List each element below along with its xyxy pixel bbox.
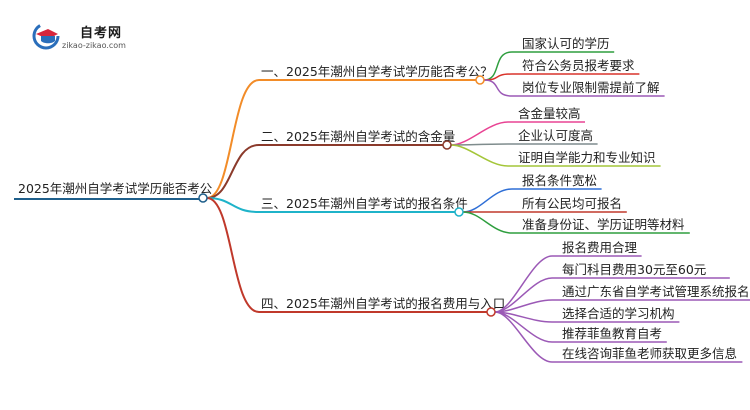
child-label: 证明自学能力和专业知识 xyxy=(518,150,656,165)
branch-node xyxy=(442,140,452,150)
child-label: 选择合适的学习机构 xyxy=(562,306,675,321)
logo-url: zikao-zikao.com xyxy=(62,41,126,50)
root-node xyxy=(198,193,208,203)
branch-node xyxy=(486,307,496,317)
branch-connector xyxy=(206,197,260,313)
root-label: 2025年潮州自学考试学历能否考公 xyxy=(18,181,213,196)
child-label: 企业认可度高 xyxy=(518,128,593,143)
branch-label: 二、2025年潮州自学考试的含金量 xyxy=(261,129,455,144)
branch-connector xyxy=(206,197,260,213)
child-connector xyxy=(483,79,513,97)
child-label: 国家认可的学历 xyxy=(522,36,610,51)
branch-connector xyxy=(206,79,260,199)
child-label: 准备身份证、学历证明等材料 xyxy=(522,217,685,232)
child-connector xyxy=(494,311,553,363)
branch-connector xyxy=(206,144,260,199)
logo-title: 自考网 xyxy=(80,26,123,41)
child-label: 在线咨询菲鱼老师获取更多信息 xyxy=(562,346,737,361)
child-label: 所有公民均可报名 xyxy=(522,196,622,211)
branch-node xyxy=(454,207,464,217)
child-label: 报名费用合理 xyxy=(562,240,638,255)
child-label: 符合公务员报考要求 xyxy=(522,58,635,73)
graduation-cap-icon xyxy=(32,22,60,50)
child-label: 通过广东省自学考试管理系统报名 xyxy=(562,284,750,299)
child-connector xyxy=(450,144,509,167)
child-connector xyxy=(450,121,509,146)
branch-label: 三、2025年潮州自学考试的报名条件 xyxy=(261,196,468,211)
child-label: 岗位专业限制需提前了解 xyxy=(522,80,660,95)
child-label: 推荐菲鱼教育自考 xyxy=(562,326,662,341)
branch-node xyxy=(475,75,485,85)
site-logo[interactable] xyxy=(30,18,170,62)
child-label: 每门科目费用30元至60元 xyxy=(562,262,706,277)
child-label: 含金量较高 xyxy=(518,106,581,121)
child-label: 报名条件宽松 xyxy=(522,173,597,188)
branch-label: 四、2025年潮州自学考试的报名费用与入口 xyxy=(261,296,505,311)
branch-label: 一、2025年潮州自学考试学历能否考公？ xyxy=(261,64,493,79)
child-connector xyxy=(462,211,513,234)
child-connector xyxy=(462,188,513,213)
